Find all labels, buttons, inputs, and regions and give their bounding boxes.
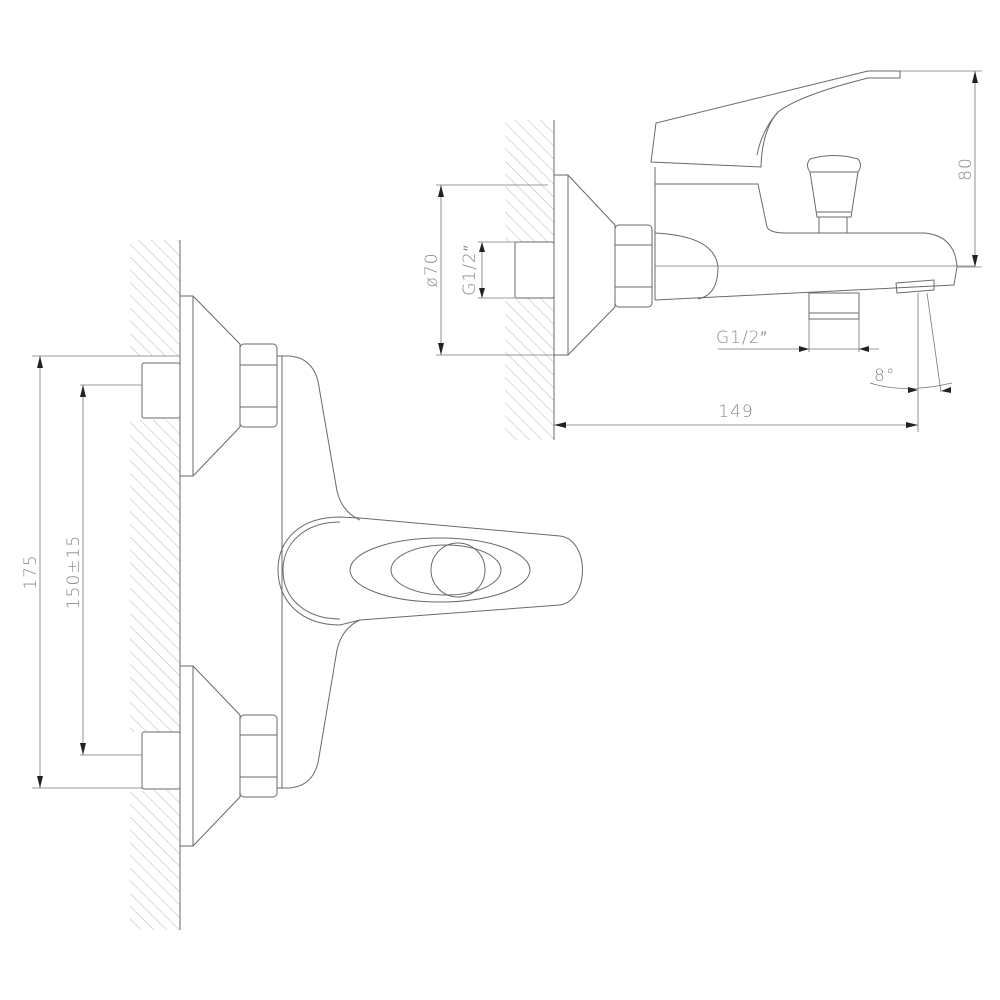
dimension-175: 175 bbox=[21, 355, 180, 789]
inlet-thread-label: G1/2″ bbox=[460, 244, 480, 296]
outlet-thread-label: G1/2″ bbox=[716, 328, 768, 348]
dimension-d70: ø70 bbox=[422, 184, 554, 356]
upper-flange bbox=[141, 295, 278, 477]
lever-handle bbox=[277, 516, 583, 626]
side-nut bbox=[614, 224, 653, 308]
lower-flange bbox=[141, 665, 278, 847]
aerator bbox=[895, 279, 935, 294]
mixer-body bbox=[277, 355, 361, 789]
upper-nut bbox=[239, 343, 278, 428]
side-body-spout bbox=[654, 167, 975, 301]
dim-d70-label: ø70 bbox=[422, 252, 442, 287]
front-view: 175 150±15 bbox=[21, 240, 583, 930]
dimension-80: 80 bbox=[900, 70, 982, 268]
inlet-pipe bbox=[514, 241, 555, 299]
lower-nut bbox=[239, 714, 278, 798]
outlet-connector bbox=[808, 292, 860, 320]
side-flange bbox=[553, 174, 653, 356]
dimension-150: 150±15 bbox=[64, 384, 142, 756]
dim-80-label: 80 bbox=[956, 157, 976, 181]
angle-label: 8° bbox=[874, 366, 895, 386]
dim-175-label: 175 bbox=[21, 554, 41, 589]
side-view: 80 ø70 G1/2″ G1/2″ 149 bbox=[422, 70, 982, 440]
dimension-149: 149 bbox=[554, 293, 919, 432]
side-handle bbox=[650, 70, 901, 168]
diverter-knob bbox=[807, 155, 861, 234]
wall-hatch bbox=[130, 240, 181, 930]
dimension-inlet-thread: G1/2″ bbox=[460, 241, 515, 299]
dim-150-label: 150±15 bbox=[64, 535, 84, 609]
dim-149-label: 149 bbox=[718, 402, 753, 422]
wall-hatch-side bbox=[505, 120, 555, 440]
dimension-angle: 8° bbox=[869, 292, 953, 393]
dimension-outlet-thread: G1/2″ bbox=[716, 319, 879, 352]
